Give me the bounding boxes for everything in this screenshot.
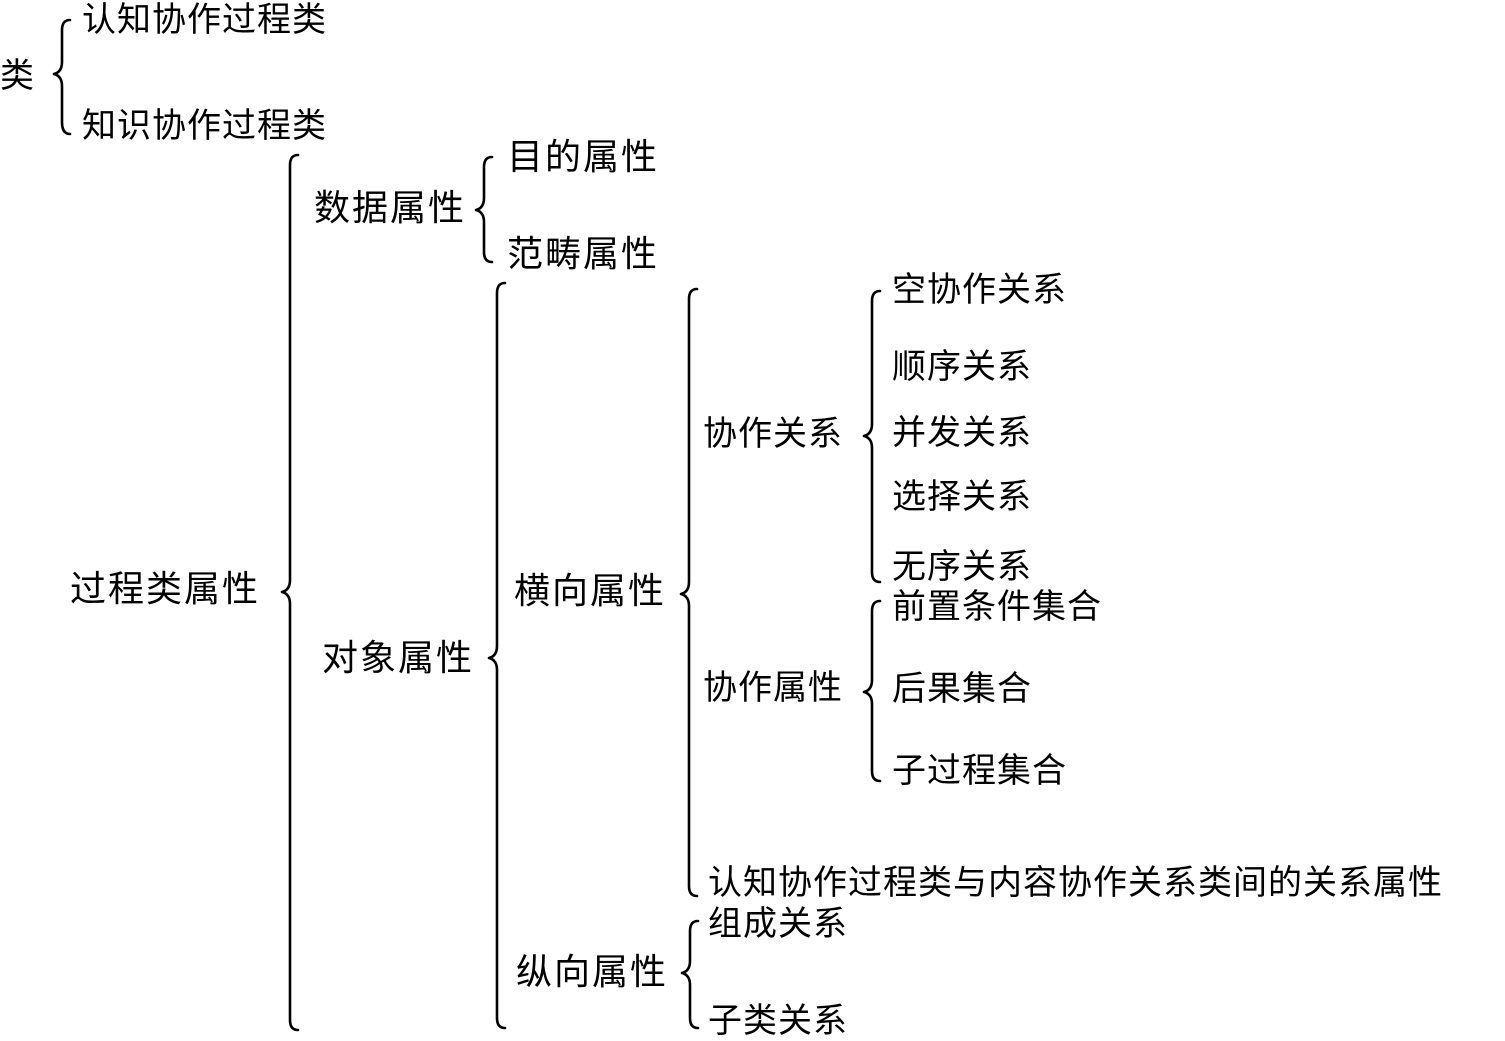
precondition-set-label: 前置条件集合	[892, 587, 1102, 627]
brace-object-attributes	[487, 281, 507, 1030]
purpose-attribute-label: 目的属性	[507, 137, 660, 178]
composition-relation-label: 组成关系	[708, 904, 848, 944]
cognitive-collab-process-class-label: 认知协作过程类	[82, 0, 327, 40]
class-root-label: 类	[0, 56, 35, 96]
consequence-set-label: 后果集合	[892, 669, 1032, 709]
subprocess-set-label: 子过程集合	[892, 751, 1067, 791]
brace-collaboration-attributes	[862, 599, 882, 783]
choice-relation-label: 选择关系	[892, 477, 1032, 517]
brace-horizontal-attributes	[679, 287, 699, 898]
knowledge-collab-process-class-label: 知识协作过程类	[82, 106, 327, 146]
unordered-relation-label: 无序关系	[892, 547, 1032, 587]
collaboration-relations-label: 协作关系	[703, 414, 843, 454]
sequential-relation-label: 顺序关系	[892, 347, 1032, 387]
horizontal-attributes-label: 横向属性	[514, 571, 667, 612]
cross-relation-attribute-label: 认知协作过程类与内容协作关系类间的关系属性	[708, 863, 1443, 903]
collaboration-attributes-label: 协作属性	[703, 668, 843, 708]
brace-process-attributes	[280, 153, 300, 1032]
object-attributes-label: 对象属性	[322, 638, 475, 679]
data-attributes-label: 数据属性	[314, 188, 467, 229]
brace-class	[52, 18, 72, 136]
brace-vertical-attributes	[680, 919, 700, 1030]
category-attribute-label: 范畴属性	[507, 234, 660, 275]
brace-collaboration-relations	[862, 289, 882, 584]
subclass-relation-label: 子类关系	[708, 1001, 848, 1041]
null-collaboration-relation-label: 空协作关系	[892, 270, 1067, 310]
concurrent-relation-label: 并发关系	[892, 413, 1032, 453]
brace-data-attributes	[474, 155, 494, 264]
vertical-attributes-label: 纵向属性	[516, 952, 669, 993]
process-class-attributes-label: 过程类属性	[70, 569, 261, 610]
